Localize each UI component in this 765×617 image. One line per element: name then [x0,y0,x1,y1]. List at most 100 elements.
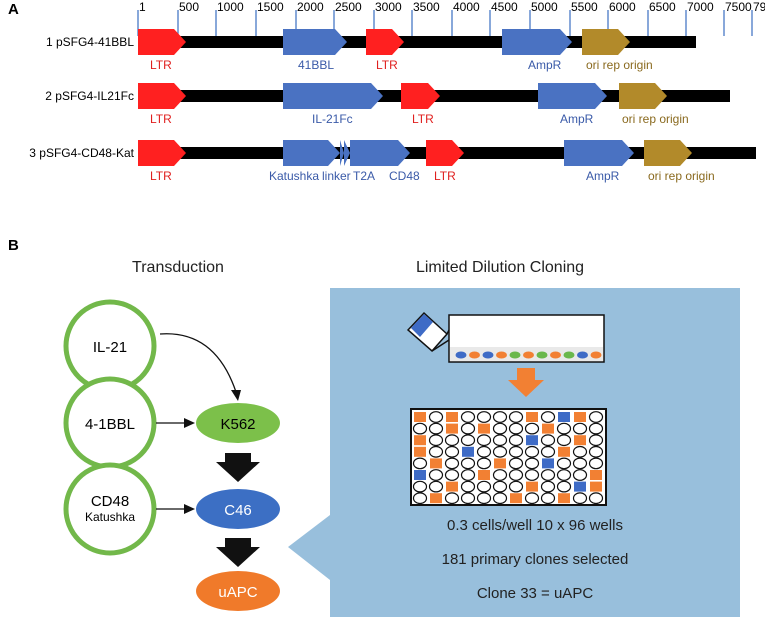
panel-b-label: B [8,237,19,254]
feature-label: LTR [150,112,172,126]
plate-well [508,434,524,447]
plate-well [542,423,554,434]
plate-well [444,492,460,505]
plate-well [476,492,492,505]
plate-well [414,412,426,422]
ruler-tick-label: 1000 [217,0,244,14]
feature-arrow [426,140,464,166]
il21-arrowhead [231,390,241,401]
stats-line-1: 0.3 cells/well 10 x 96 wells [447,517,623,534]
plate-well [526,412,538,422]
plate-well [460,422,476,435]
k562-cell [196,403,280,443]
plate-well [414,470,426,480]
plate-well [414,435,426,446]
feature-label: ori rep origin [622,112,689,126]
ruler-tick-label: 1 [139,0,146,14]
plate-well [412,480,428,493]
feature-label: AmpR [528,58,562,72]
feature-arrow [350,140,410,166]
feature-arrow [366,29,404,55]
feature-label: AmpR [586,169,620,183]
feature-label: Katushka [269,169,319,183]
feature-label: CD48 [389,169,420,183]
feature-label: LTR [412,112,434,126]
plate-well [446,423,458,434]
plate-well [590,481,602,492]
plate-well [430,493,442,504]
construct-name: 1 pSFG4-41BBL [46,35,134,49]
plate-well [492,445,508,458]
plate-well [428,422,444,435]
plate-well [540,411,556,423]
plate-well [446,481,458,492]
ruler-tick-label: 7500 [725,0,752,14]
cd48-ring [63,462,157,556]
plate-well [588,445,604,458]
plate-well [412,457,428,470]
il21-connector [159,333,237,393]
plate-well [412,422,428,435]
c46-cell [196,489,280,529]
ruler-tick-label: 2500 [335,0,362,14]
plate-well [540,434,556,447]
plate-well [508,445,524,458]
plate-well [460,492,476,505]
feature-label: LTR [376,58,398,72]
culture-flask [406,311,605,363]
plate-well [446,412,458,422]
feature-label: ori rep origin [648,169,715,183]
flask-cell [536,351,548,359]
plate-well [556,422,572,435]
plate-well [476,480,492,493]
flask-cells [455,351,602,359]
ruler-tick-label: 4000 [453,0,480,14]
stats-line-3: Clone 33 = uAPC [477,585,593,602]
k562-label: K562 [220,416,255,433]
plate-well [540,445,556,458]
plate-well [430,458,442,469]
plate-well [572,492,588,505]
c46-label: C46 [224,502,252,519]
plate-well [572,457,588,470]
plate-well [588,457,604,470]
plate-well [572,422,588,435]
feature-arrow [619,83,667,109]
panel-a-label: A [8,1,19,18]
plate-well [526,481,538,492]
uapc-cell [196,571,280,611]
plate-well [460,469,476,481]
plate-well [478,423,490,434]
plate-well [588,492,604,505]
feature-label: LTR [150,58,172,72]
feature-arrow [283,29,347,55]
plate-well [444,469,460,481]
plate-well [524,422,540,435]
feature-arrow [644,140,692,166]
feature-arrow [564,140,634,166]
plate-well [524,492,540,505]
plate-well [558,493,570,504]
plate-well [574,435,586,446]
construct-name: 3 pSFG4-CD48-Kat [29,146,134,160]
feature-arrow [283,140,340,166]
feature-label: IL-21Fc [312,112,353,126]
ruler-tick-label: 500 [179,0,199,14]
ruler-tick-label: 3500 [413,0,440,14]
ruler-tick-label: 5500 [571,0,598,14]
plate-well [492,480,508,493]
ldc-title: Limited Dilution Cloning [416,259,584,276]
plate-well [574,481,586,492]
plate-well [508,457,524,470]
feature-label: 41BBL [298,58,334,72]
plate-well [460,434,476,447]
plasmid-constructs: 1 pSFG4-41BBL LTR 41BBL LTR AmpR ori rep orig… [29,29,756,183]
down-arrow-1 [216,453,260,482]
construct-name: 2 pSFG4-IL21Fc [45,89,134,103]
plate-well [540,492,556,505]
plate-well [492,492,508,505]
flask-cell [523,351,534,359]
uapc-label: uAPC [218,584,257,601]
feature-label: LTR [434,169,456,183]
